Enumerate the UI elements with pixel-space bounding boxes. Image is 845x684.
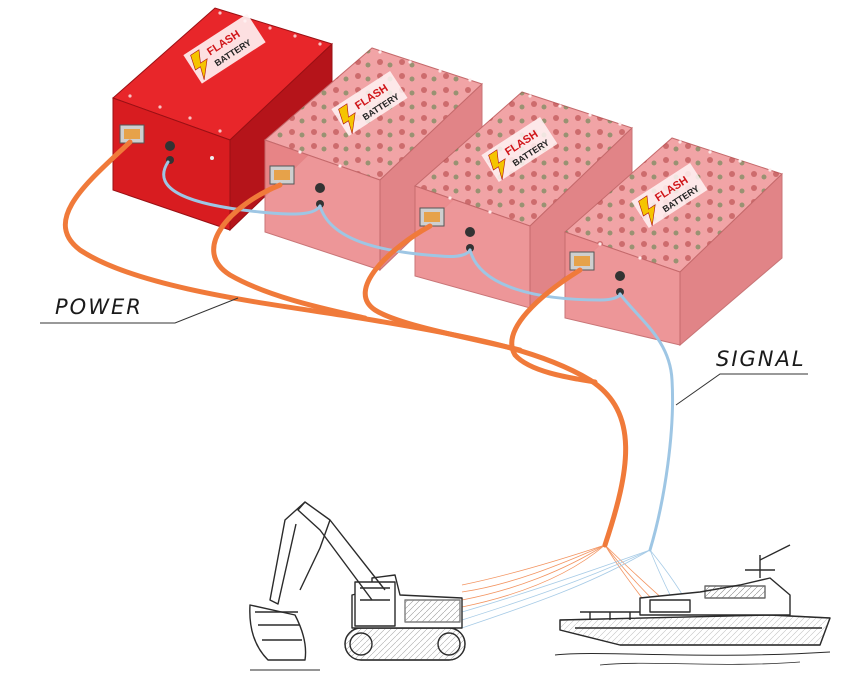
connector-icon (269, 165, 295, 185)
flash-battery-logo: FLASH BATTERY (481, 117, 558, 182)
power-cables (62, 139, 629, 548)
power-label: POWER (55, 295, 143, 319)
power-label-group: POWER (40, 295, 239, 324)
battery-module-4: FLASH BATTERY (564, 137, 783, 347)
signal-fanout (461, 549, 693, 629)
connector-icon (119, 124, 145, 144)
excavator-sketch (249, 501, 466, 671)
connector-icon (419, 207, 445, 227)
connector-icon (569, 251, 595, 271)
signal-label: SIGNAL (716, 347, 806, 371)
boat-sketch (554, 544, 831, 666)
signal-label-group: SIGNAL (675, 347, 808, 406)
battery-module-1: FLASH BATTERY (112, 7, 333, 232)
signal-leader-line (675, 373, 808, 406)
signal-cables (162, 160, 675, 552)
power-leader-line (40, 297, 239, 324)
